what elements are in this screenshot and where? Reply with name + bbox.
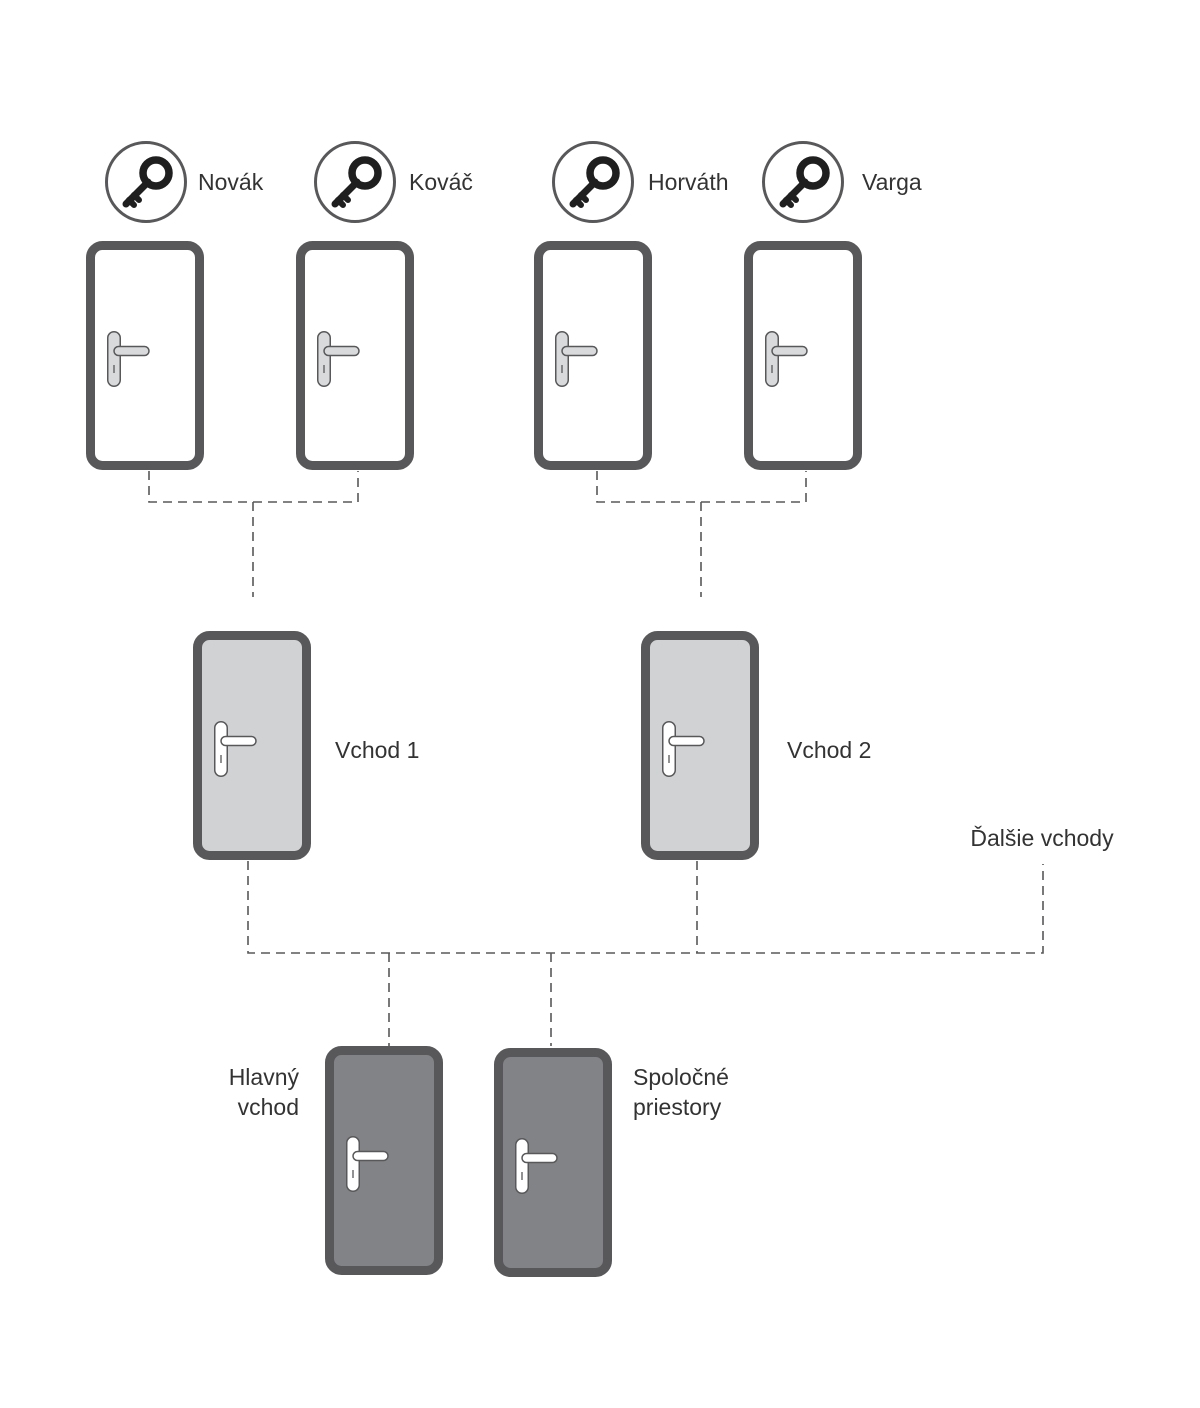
door-handle-icon [662, 721, 705, 777]
apartment-door [86, 241, 204, 470]
door-handle-icon [346, 1136, 389, 1192]
door-handle-icon [107, 331, 150, 387]
entrance-label: Vchod 1 [335, 737, 419, 763]
common-areas-door [494, 1048, 612, 1277]
connector-lines [148, 471, 1044, 1046]
entrance-label: Vchod 2 [787, 737, 871, 763]
apartment-name-label: Novák [198, 169, 264, 195]
apartment-door [296, 241, 414, 470]
main-entrance-door [325, 1046, 443, 1275]
main-door-label: Hlavný [229, 1064, 300, 1090]
common-areas-label: priestory [633, 1094, 722, 1120]
connector-line [596, 471, 807, 503]
more-entrances-label: Ďalšie vchody [970, 825, 1114, 851]
door-handle-icon [317, 331, 360, 387]
main-door-label: vchod [238, 1094, 299, 1120]
apartment-name-label: Varga [862, 169, 922, 195]
key-icon [762, 141, 844, 223]
apartment-door [744, 241, 862, 470]
apartment-name-label: Kováč [409, 169, 473, 195]
entrance-door [641, 631, 759, 860]
key-icon [105, 141, 187, 223]
connector-line [148, 471, 359, 503]
entrance-door [193, 631, 311, 860]
door-handle-icon [214, 721, 257, 777]
door-handle-icon [765, 331, 808, 387]
connector-line [247, 861, 1044, 954]
apartment-door [534, 241, 652, 470]
apartment-name-label: Horváth [648, 169, 729, 195]
keys-layer [105, 141, 844, 223]
common-areas-label: Spoločné [633, 1064, 729, 1090]
key-icon [314, 141, 396, 223]
door-handle-icon [515, 1138, 558, 1194]
door-handle-icon [555, 331, 598, 387]
doors-layer [86, 241, 862, 1277]
key-icon [552, 141, 634, 223]
